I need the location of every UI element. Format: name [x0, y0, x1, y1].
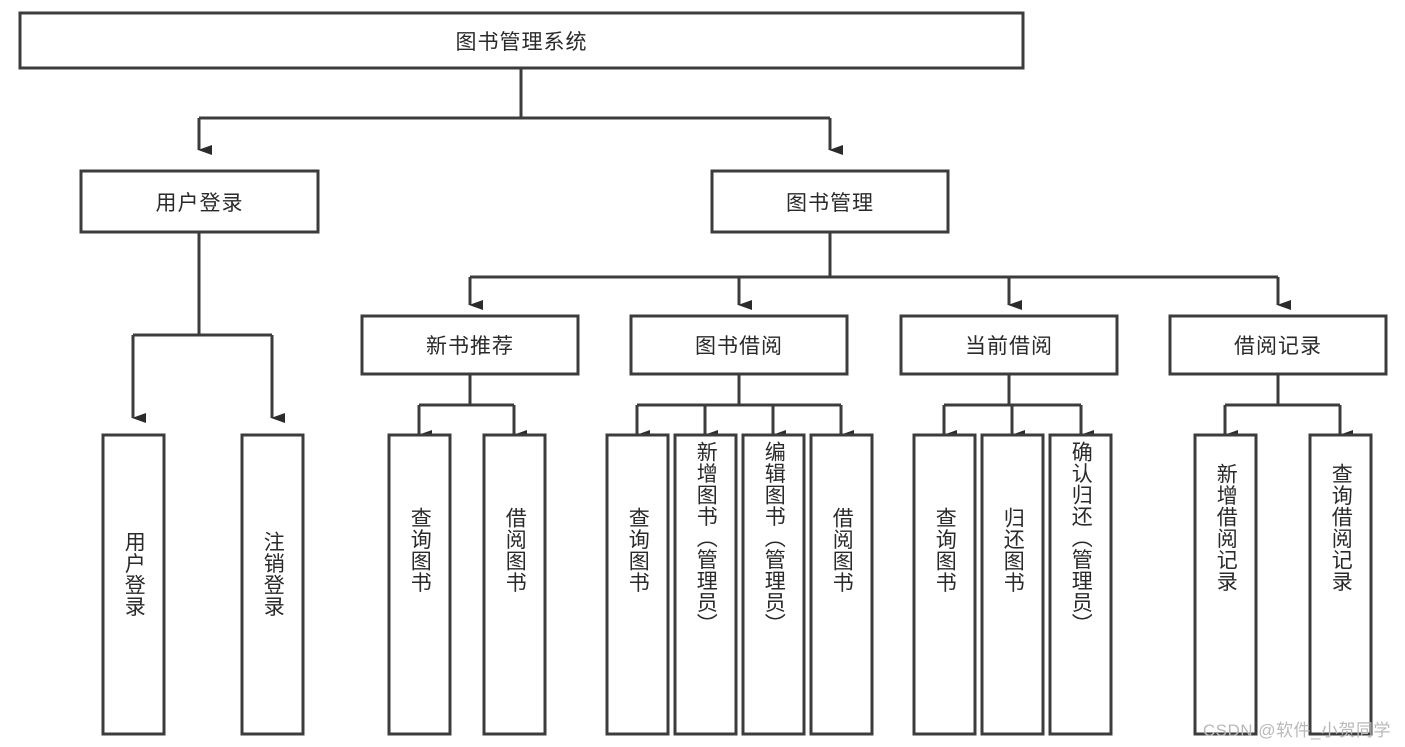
- node-current-borrow[interactable]: [899, 314, 1119, 376]
- node-book-borrow[interactable]: [629, 314, 849, 376]
- leaf-box-borrow-records-1[interactable]: [1193, 433, 1258, 736]
- leaf-box-current-borrow-3[interactable]: [1048, 433, 1113, 736]
- leaf-box-current-borrow-2[interactable]: [980, 433, 1045, 736]
- leaf-box-user-login-1[interactable]: [101, 433, 166, 736]
- leaf-box-current-borrow-1[interactable]: [912, 433, 977, 736]
- leaf-box-user-login-2[interactable]: [240, 433, 305, 736]
- leaf-box-book-borrow-2[interactable]: [673, 433, 738, 736]
- leaf-box-new-book-rec-2[interactable]: [482, 433, 547, 736]
- node-book-management[interactable]: [710, 169, 950, 234]
- csdn-watermark: CSDN @软件_小贺同学: [1202, 721, 1391, 740]
- leaf-box-new-book-rec-1[interactable]: [387, 433, 452, 736]
- leaf-box-book-borrow-1[interactable]: [605, 433, 670, 736]
- leaf-box-book-borrow-4[interactable]: [809, 433, 874, 736]
- node-new-book-recommend[interactable]: [360, 314, 580, 376]
- node-root[interactable]: [18, 11, 1025, 70]
- leaf-box-borrow-records-2[interactable]: [1308, 433, 1373, 736]
- node-user-login[interactable]: [79, 169, 320, 234]
- leaf-box-book-borrow-3[interactable]: [741, 433, 806, 736]
- node-borrow-records[interactable]: [1168, 314, 1388, 376]
